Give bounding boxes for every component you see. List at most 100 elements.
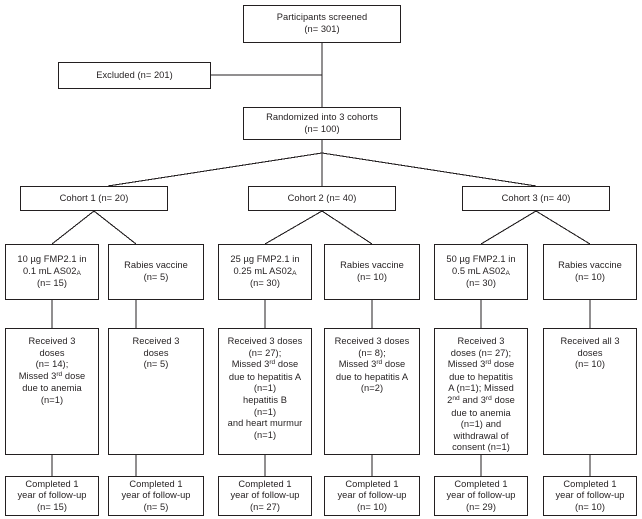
- doses3-seg1: Received 3 doses (n= 27); Missed 3: [227, 336, 303, 370]
- node-arm-2-rabies: Rabies vaccine(n= 5): [108, 244, 204, 300]
- node-excluded: Excluded (n= 201): [58, 62, 211, 89]
- followup5-line1: Completed 1: [454, 478, 508, 489]
- arm5-line1: 50 µg FMP2.1 in: [446, 254, 516, 265]
- node-doses-6-text: Received all 3 doses (n= 10): [560, 336, 620, 370]
- node-cohort-3: Cohort 3 (n= 40): [462, 186, 610, 211]
- node-doses-2-text: Received 3 doses (n= 5): [132, 336, 180, 370]
- arm5-line2: 0.5 mL AS02: [452, 265, 506, 276]
- line-cohort2-to-arm4: [321, 210, 373, 245]
- node-arm-2-text: Rabies vaccine(n= 5): [112, 260, 200, 283]
- node-arm-6-rabies: Rabies vaccine(n= 10): [543, 244, 637, 300]
- node-doses-5: Received 3 doses (n= 27); Missed 3 rd dos…: [434, 328, 528, 455]
- arm5-line3: (n= 30): [465, 278, 497, 289]
- doses1-seg2: dose due to anemia (n=1): [22, 370, 86, 405]
- arm6-line1: Rabies vaccine: [558, 260, 622, 271]
- node-arm-6-text: Rabies vaccine(n= 10): [547, 260, 633, 283]
- doses3-seg2: dose due to hepatitis A (n=1) hepatitis …: [227, 359, 303, 440]
- followup1-line1: Completed 1: [25, 478, 79, 489]
- followup4-line2: year of follow-up: [337, 490, 407, 501]
- node-cohort-2: Cohort 2 (n= 40): [248, 186, 396, 211]
- screened-line1: Participants screened: [276, 12, 368, 23]
- arm1-adjuvant-subscript: A: [76, 270, 81, 278]
- line-cohort3-to-arm5: [480, 210, 537, 245]
- followup6-line1: Completed 1: [563, 478, 617, 489]
- node-cohort-1-label: Cohort 1 (n= 20): [59, 192, 129, 203]
- node-doses-6: Received all 3 doses (n= 10): [543, 328, 637, 455]
- doses4-seg1: Received 3 doses (n= 8); Missed 3: [334, 336, 410, 370]
- followup1-line3: (n= 15): [36, 501, 68, 512]
- doses5-ordinal-3: rd: [485, 394, 492, 402]
- doses3-ordinal-1: rd: [269, 359, 276, 366]
- node-randomized: Randomized into 3 cohorts(n= 100): [243, 107, 401, 140]
- arm3-line3: (n= 30): [249, 278, 281, 289]
- followup4-line1: Completed 1: [345, 478, 399, 489]
- arm2-line1: Rabies vaccine: [124, 260, 188, 271]
- line-fan-cohort1: [107, 152, 323, 187]
- arm4-line2: (n= 10): [356, 272, 388, 282]
- doses5-seg4: dose due to anemia (n=1) and withdrawal …: [451, 394, 515, 453]
- doses5-seg3: and 3: [459, 394, 486, 405]
- followup5-line3: (n= 29): [465, 501, 497, 512]
- node-cohort-3-label: Cohort 3 (n= 40): [501, 192, 571, 203]
- node-doses-1: Received 3 doses (n= 14); Missed 3rd dos…: [5, 328, 99, 455]
- followup6-line2: year of follow-up: [555, 490, 625, 501]
- doses4-ordinal-1: rd: [376, 359, 383, 366]
- node-excluded-text: Excluded (n= 201): [96, 69, 173, 80]
- arm3-line1: 25 µg FMP2.1 in: [230, 254, 300, 265]
- node-participants-screened: Participants screened(n= 301): [243, 5, 401, 43]
- line-cohort1-to-arm1: [51, 210, 95, 245]
- node-cohort-2-label: Cohort 2 (n= 40): [287, 192, 357, 203]
- node-cohort-1: Cohort 1 (n= 20): [20, 186, 168, 211]
- node-arm-4-rabies: Rabies vaccine(n= 10): [324, 244, 420, 300]
- doses5-seg1: Received 3 doses (n= 27); Missed 3: [447, 336, 512, 370]
- doses1-seg1: Received 3 doses (n= 14); Missed 3: [18, 336, 76, 381]
- line-cohort2-to-arm3: [264, 210, 323, 245]
- doses1-ordinal-1: rd: [56, 370, 63, 378]
- node-doses-1-text: Received 3 doses (n= 14); Missed 3rd dos…: [9, 331, 95, 407]
- node-randomized-text: Randomized into 3 cohorts(n= 100): [247, 112, 397, 135]
- node-doses-5-text: Received 3 doses (n= 27); Missed 3 rd dos…: [438, 331, 524, 454]
- node-doses-4: Received 3 doses (n= 8); Missed 3rd dose…: [324, 328, 420, 455]
- followup3-line3: (n= 27): [249, 501, 281, 512]
- followup6-line3: (n= 10): [574, 501, 606, 512]
- doses4-seg2: dose due to hepatitis A (n=2): [335, 359, 409, 394]
- randomized-line2: (n= 100): [304, 123, 340, 134]
- followup5-line2: year of follow-up: [446, 490, 516, 501]
- node-doses-3: Received 3 doses (n= 27); Missed 3rd dos…: [218, 328, 312, 455]
- followup4-line3: (n= 10): [356, 501, 388, 512]
- arm3-line2: 0.25 mL AS02: [233, 265, 293, 276]
- line-cohort1-to-arm2: [93, 210, 137, 245]
- followup1-line2: year of follow-up: [17, 490, 87, 501]
- arm1-line1: 10 µg FMP2.1 in: [17, 254, 87, 265]
- arm5-adjuvant-subscript: A: [505, 270, 510, 278]
- node-arm-4-text: Rabies vaccine(n= 10): [328, 260, 416, 283]
- arm3-adjuvant-subscript: A: [292, 270, 297, 278]
- followup2-line1: Completed 1: [129, 478, 183, 489]
- screened-line2: (n= 301): [304, 24, 340, 34]
- arm6-line2: (n= 10): [574, 272, 606, 282]
- line-cohort3-to-arm6: [535, 210, 591, 245]
- doses5-ordinal-2: nd: [452, 394, 460, 402]
- line-fan-cohort3: [321, 152, 537, 187]
- node-doses-3-text: Received 3 doses (n= 27); Missed 3rd dos…: [222, 331, 308, 441]
- node-participants-screened-text: Participants screened(n= 301): [247, 12, 397, 35]
- arm1-line2: 0.1 mL AS02: [23, 265, 77, 276]
- followup2-line3: (n= 5): [143, 501, 169, 512]
- node-doses-4-text: Received 3 doses (n= 8); Missed 3rd dose…: [328, 331, 416, 395]
- arm2-line2: (n= 5): [143, 272, 169, 282]
